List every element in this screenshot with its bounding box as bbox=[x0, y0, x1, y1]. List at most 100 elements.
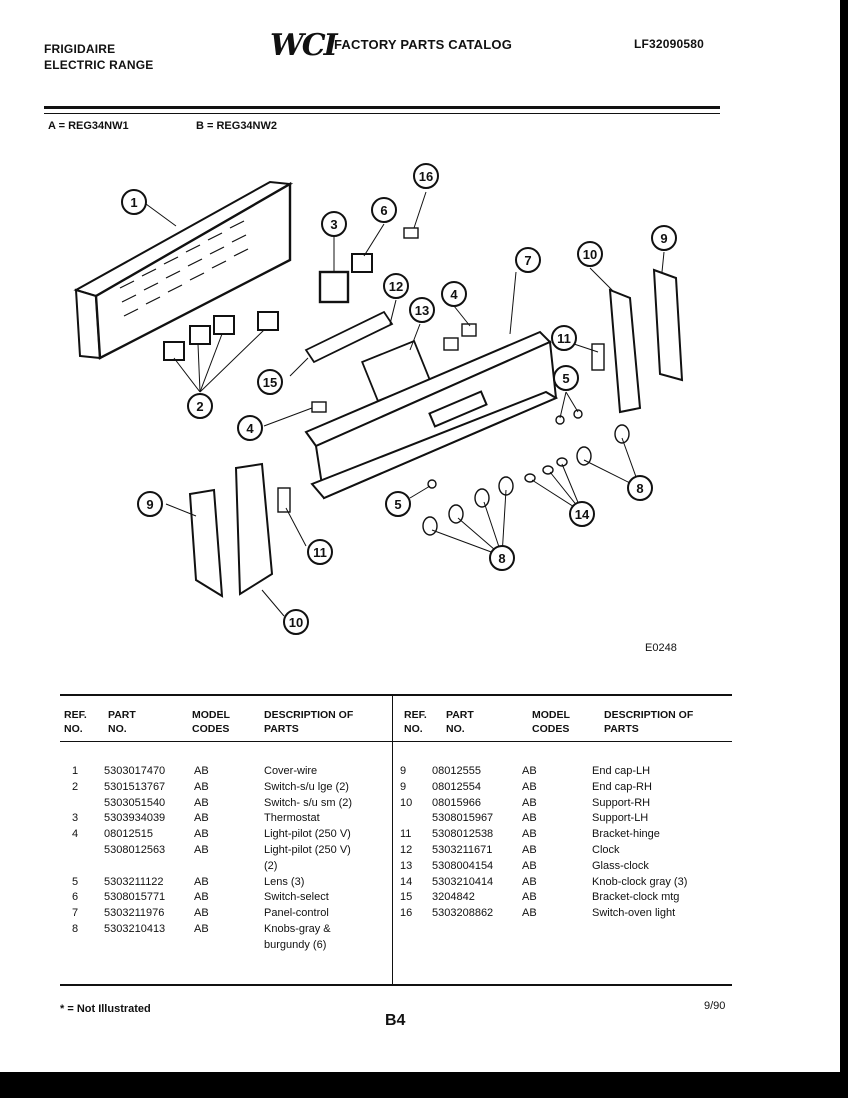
revision-date: 9/90 bbox=[704, 1000, 726, 1012]
cell-part: 5303017470 bbox=[104, 765, 166, 777]
callout-13: 13 bbox=[409, 297, 435, 323]
cell-model: AB bbox=[522, 780, 537, 793]
cell-model: AB bbox=[194, 875, 209, 888]
cell-part: 5303211976 bbox=[104, 907, 165, 920]
cell-ref: 15 bbox=[400, 891, 413, 904]
cell-model: AB bbox=[194, 812, 209, 825]
cell-desc: Light-pilot (250 V) bbox=[264, 843, 351, 856]
table-rule-bottom bbox=[60, 984, 732, 986]
svg-text:10: 10 bbox=[289, 615, 303, 630]
control-panel-drawing bbox=[304, 330, 559, 500]
callout-10: 10 bbox=[577, 241, 603, 267]
cell-part: 5303211122 bbox=[104, 875, 164, 888]
cell-ref: 1 bbox=[72, 765, 79, 777]
cell-desc: Thermostat bbox=[264, 812, 320, 825]
callout-5: 5 bbox=[385, 491, 411, 517]
product-name: ELECTRIC RANGE bbox=[44, 58, 154, 72]
col-header-ref: REF. NO. bbox=[64, 709, 87, 735]
cell-desc: Switch-oven light bbox=[592, 907, 676, 920]
cell-desc: burgundy (6) bbox=[264, 938, 327, 951]
header-rule-thin bbox=[44, 113, 720, 114]
cell-ref: 7 bbox=[72, 907, 79, 920]
svg-text:10: 10 bbox=[583, 247, 597, 262]
callout-3: 3 bbox=[321, 211, 347, 237]
col-header-desc-right: DESCRIPTION OF PARTS bbox=[604, 709, 694, 735]
cell-part: 5303051540 bbox=[104, 796, 166, 809]
callout-10: 10 bbox=[283, 609, 309, 635]
cell-model: AB bbox=[522, 796, 537, 809]
callout-6: 6 bbox=[371, 197, 397, 223]
cell-desc: Knob-clock gray (3) bbox=[592, 875, 688, 888]
catalog-title: FACTORY PARTS CATALOG bbox=[334, 37, 513, 52]
svg-text:9: 9 bbox=[146, 497, 153, 512]
header-rule bbox=[44, 106, 720, 109]
callout-12: 12 bbox=[383, 273, 409, 299]
catalog-number: LF32090580 bbox=[634, 37, 705, 51]
svg-text:12: 12 bbox=[389, 279, 403, 294]
callout-11: 11 bbox=[551, 325, 577, 351]
page-border-bottom bbox=[0, 1072, 848, 1098]
cell-desc: Panel-control bbox=[264, 907, 329, 920]
cell-part: 5303210414 bbox=[432, 875, 494, 888]
cell-model: AB bbox=[522, 859, 537, 872]
cell-part: 5303210413 bbox=[104, 922, 166, 935]
cell-model: AB bbox=[194, 796, 209, 809]
switch-drawings bbox=[163, 311, 279, 361]
drawing-id: E0248 bbox=[645, 642, 677, 654]
cell-model: AB bbox=[194, 765, 209, 777]
svg-text:3: 3 bbox=[330, 217, 337, 232]
callout-2: 2 bbox=[187, 393, 213, 419]
cell-model: AB bbox=[194, 907, 209, 920]
cell-ref: 9 bbox=[400, 765, 407, 777]
cell-model: AB bbox=[522, 907, 537, 920]
cell-ref: 16 bbox=[400, 907, 413, 920]
cell-ref: 12 bbox=[400, 843, 413, 856]
cell-desc: Light-pilot (250 V) bbox=[264, 828, 351, 841]
cell-model: AB bbox=[194, 828, 209, 841]
col-header-model: MODEL CODES bbox=[192, 709, 230, 735]
cell-part: 5308012538 bbox=[432, 828, 494, 841]
cell-desc: Switch-s/u lge (2) bbox=[264, 780, 349, 793]
cell-desc: Support-RH bbox=[592, 796, 651, 809]
cell-part: 08012515 bbox=[104, 828, 153, 841]
cell-desc: End cap-RH bbox=[592, 780, 652, 793]
callout-9: 9 bbox=[651, 225, 677, 251]
cell-desc: End cap-LH bbox=[592, 765, 651, 777]
cell-desc: Knobs-gray & bbox=[264, 922, 331, 935]
callout-4: 4 bbox=[441, 281, 467, 307]
col-header-model-right: MODEL CODES bbox=[532, 709, 570, 735]
cell-model: AB bbox=[522, 812, 537, 825]
svg-text:11: 11 bbox=[313, 545, 327, 560]
callout-9: 9 bbox=[137, 491, 163, 517]
cell-ref: 3 bbox=[72, 812, 79, 825]
cell-desc: Clock bbox=[592, 843, 620, 856]
cell-model: AB bbox=[194, 843, 209, 856]
callout-4: 4 bbox=[237, 415, 263, 441]
svg-text:2: 2 bbox=[196, 399, 203, 414]
cell-desc: Bracket-clock mtg bbox=[592, 891, 680, 904]
brand-name: FRIGIDAIRE bbox=[44, 42, 116, 56]
svg-text:5: 5 bbox=[562, 371, 569, 386]
cell-desc: Support-LH bbox=[592, 812, 649, 825]
callout-1: 1 bbox=[121, 189, 147, 215]
cell-ref: 6 bbox=[72, 891, 79, 904]
cell-part: 5308015771 bbox=[104, 891, 166, 904]
cell-desc: Bracket-hinge bbox=[592, 828, 660, 841]
svg-text:11: 11 bbox=[557, 331, 571, 346]
svg-text:6: 6 bbox=[380, 203, 387, 218]
callout-8: 8 bbox=[489, 545, 515, 571]
callout-14: 14 bbox=[569, 501, 595, 527]
cell-part: 08012554 bbox=[432, 780, 481, 793]
cell-desc: Switch- s/u sm (2) bbox=[264, 796, 353, 809]
callout-8: 8 bbox=[627, 475, 653, 501]
page-border-right bbox=[840, 0, 848, 1098]
cell-model: AB bbox=[522, 875, 537, 888]
cell-ref: 5 bbox=[72, 875, 79, 888]
svg-text:8: 8 bbox=[636, 481, 643, 496]
svg-text:8: 8 bbox=[498, 551, 505, 566]
svg-text:4: 4 bbox=[246, 421, 254, 436]
table-column-divider bbox=[392, 696, 393, 984]
cell-model: AB bbox=[194, 780, 209, 793]
svg-text:13: 13 bbox=[415, 303, 429, 318]
